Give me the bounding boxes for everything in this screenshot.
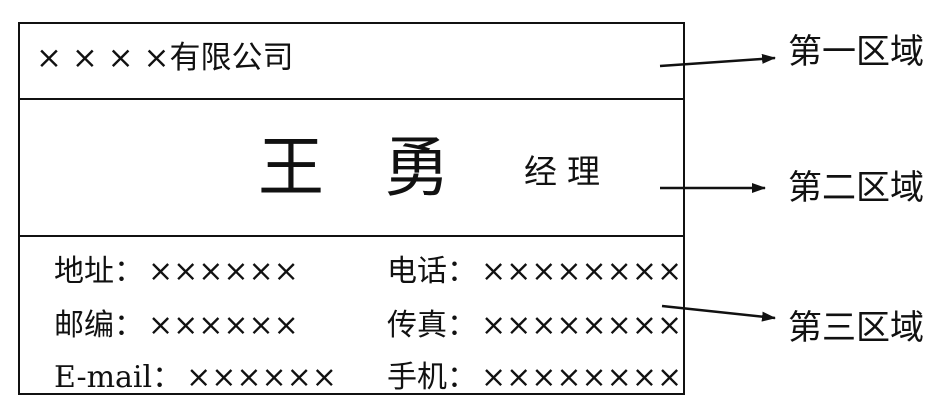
postcode-label: 邮编： [54, 308, 144, 343]
mobile-label: 手机： [387, 360, 477, 395]
email-field: E-mail：×××××× [54, 360, 337, 396]
phone-field: 电话：×××××××× [387, 254, 682, 290]
address-value: ×××××× [148, 254, 299, 289]
address-label: 地址： [54, 254, 144, 289]
arrow-to-region-1 [659, 53, 776, 68]
business-card: × × × ×有限公司 王勇 经理 地址：×××××× 邮编：×××××× E-… [18, 22, 685, 395]
region-divider-1 [20, 98, 683, 100]
phone-label: 电话： [387, 254, 477, 289]
address-field: 地址：×××××× [54, 254, 299, 290]
fax-field: 传真：×××××××× [387, 308, 682, 344]
region-label-first: 第一区域 [788, 32, 924, 72]
postcode-value: ×××××× [148, 308, 299, 343]
fax-label: 传真： [387, 308, 477, 343]
mobile-field: 手机：×××××××× [387, 360, 682, 396]
mobile-value: ×××××××× [481, 360, 683, 395]
person-name: 王勇 [258, 129, 510, 206]
fax-value: ×××××××× [481, 308, 683, 343]
phone-value: ×××××××× [481, 254, 683, 289]
region-label-third: 第三区域 [788, 308, 924, 348]
company-name: × × × ×有限公司 [36, 40, 294, 76]
arrow-to-region-3 [661, 304, 776, 322]
email-label: E-mail： [54, 360, 183, 395]
region-label-second: 第二区域 [788, 168, 924, 208]
email-value: ×××××× [186, 360, 337, 395]
person-title: 经理 [524, 152, 610, 191]
region-divider-2 [20, 235, 683, 237]
postcode-field: 邮编：×××××× [54, 308, 299, 344]
